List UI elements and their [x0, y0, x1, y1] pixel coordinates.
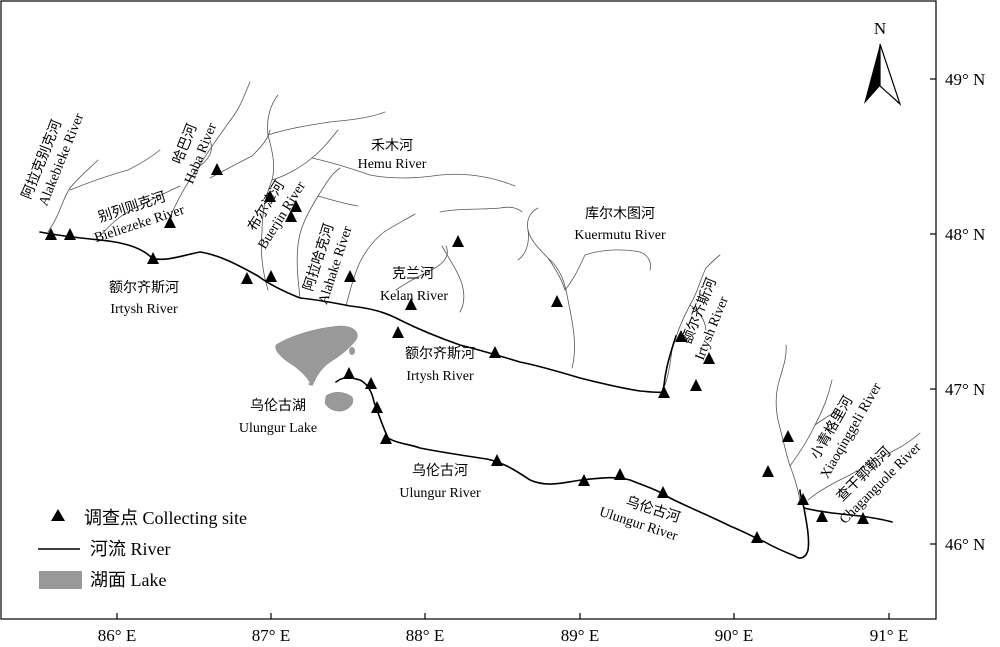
- north-arrow-right-half: [879, 43, 902, 106]
- site-marker: [371, 401, 383, 413]
- svg-text:Hemu River: Hemu River: [358, 157, 427, 172]
- x-tick-label: 89° E: [561, 626, 599, 645]
- lake-islet: [349, 347, 355, 355]
- y-tick-label: 47° N: [945, 380, 985, 399]
- site-marker: [690, 379, 702, 391]
- site-marker: [64, 228, 76, 240]
- kuermutu-label: 库尔木图河 Kuermutu River: [574, 206, 666, 243]
- site-marker: [762, 465, 774, 477]
- site-marker: [751, 531, 763, 543]
- site-marker: [551, 295, 563, 307]
- site-marker: [489, 346, 501, 358]
- site-marker: [344, 270, 356, 282]
- site-marker: [658, 386, 670, 398]
- collecting-sites: [45, 163, 869, 543]
- site-marker: [241, 272, 253, 284]
- x-axis: [116, 613, 890, 619]
- site-marker: [782, 430, 794, 442]
- y-tick-label: 48° N: [945, 225, 985, 244]
- north-arrow-left-half: [864, 44, 880, 104]
- legend: 调查点 Collecting site 河流 River 湖面 Lake: [38, 508, 247, 590]
- small-lake-shape: [324, 392, 354, 412]
- svg-text:额尔齐斯河: 额尔齐斯河: [405, 346, 475, 362]
- site-marker: [147, 252, 159, 264]
- site-marker: [265, 270, 277, 282]
- site-marker: [285, 210, 297, 222]
- site-marker: [816, 510, 828, 522]
- svg-text:克兰河: 克兰河: [392, 266, 434, 282]
- svg-text:Irtysh River: Irtysh River: [110, 302, 178, 317]
- site-marker: [797, 493, 809, 505]
- x-tick-label: 87° E: [252, 626, 290, 645]
- north-label: N: [874, 19, 886, 38]
- svg-text:Kuermutu River: Kuermutu River: [574, 228, 666, 243]
- site-marker: [264, 190, 276, 202]
- site-marker: [405, 298, 417, 310]
- north-arrow: N: [864, 19, 902, 106]
- map-frame: [0, 0, 937, 620]
- x-tick-label: 90° E: [715, 626, 753, 645]
- y-tick-label: 49° N: [945, 70, 985, 89]
- x-tick-label: 86° E: [98, 626, 136, 645]
- ulungur-lake-shape: [275, 325, 358, 387]
- svg-text:乌伦古河: 乌伦古河: [412, 463, 468, 479]
- svg-text:Ulungur River: Ulungur River: [399, 486, 481, 501]
- site-marker: [343, 367, 355, 379]
- site-marker: [857, 512, 869, 524]
- lake-islet: [308, 382, 312, 386]
- x-tick-label: 91° E: [870, 626, 908, 645]
- legend-lake-symbol: [39, 571, 82, 589]
- site-marker: [578, 474, 590, 486]
- tributaries: [47, 81, 921, 501]
- y-tick-label: 46° N: [945, 535, 985, 554]
- site-marker: [211, 163, 223, 175]
- site-marker: [290, 200, 302, 212]
- svg-text:Ulungur Lake: Ulungur Lake: [239, 421, 317, 436]
- x-tick-label: 88° E: [406, 626, 444, 645]
- svg-text:Kelan River: Kelan River: [380, 289, 448, 304]
- irtysh-middle-label: 额尔齐斯河 Irtysh River: [405, 346, 475, 384]
- site-marker: [164, 216, 176, 228]
- kelan-label: 克兰河 Kelan River: [380, 266, 448, 304]
- y-axis: [930, 78, 936, 545]
- legend-river-label: 河流 River: [90, 539, 171, 559]
- svg-text:乌伦古湖: 乌伦古湖: [250, 398, 306, 414]
- ulungur-river-label-1: 乌伦古河 Ulungur River: [399, 463, 481, 501]
- svg-text:额尔齐斯河: 额尔齐斯河: [109, 280, 179, 296]
- ulungur-lake-label: 乌伦古湖 Ulungur Lake: [239, 398, 317, 436]
- site-marker: [491, 454, 503, 466]
- irtysh-west-label: 额尔齐斯河 Irtysh River: [109, 280, 179, 317]
- hemu-label: 禾木河 Hemu River: [358, 138, 427, 172]
- site-marker: [452, 235, 464, 247]
- site-marker: [45, 228, 57, 240]
- site-marker: [380, 432, 392, 444]
- svg-text:库尔木图河: 库尔木图河: [585, 206, 655, 222]
- site-marker: [365, 377, 377, 389]
- svg-text:Irtysh River: Irtysh River: [406, 369, 474, 384]
- svg-text:禾木河: 禾木河: [371, 138, 413, 154]
- legend-site-label: 调查点 Collecting site: [84, 508, 247, 528]
- legend-site-symbol: [51, 509, 65, 521]
- site-marker: [614, 468, 626, 480]
- site-marker: [657, 486, 669, 498]
- site-marker: [675, 330, 687, 342]
- legend-lake-label: 湖面 Lake: [90, 570, 166, 590]
- site-marker: [703, 352, 715, 364]
- site-marker: [392, 326, 404, 338]
